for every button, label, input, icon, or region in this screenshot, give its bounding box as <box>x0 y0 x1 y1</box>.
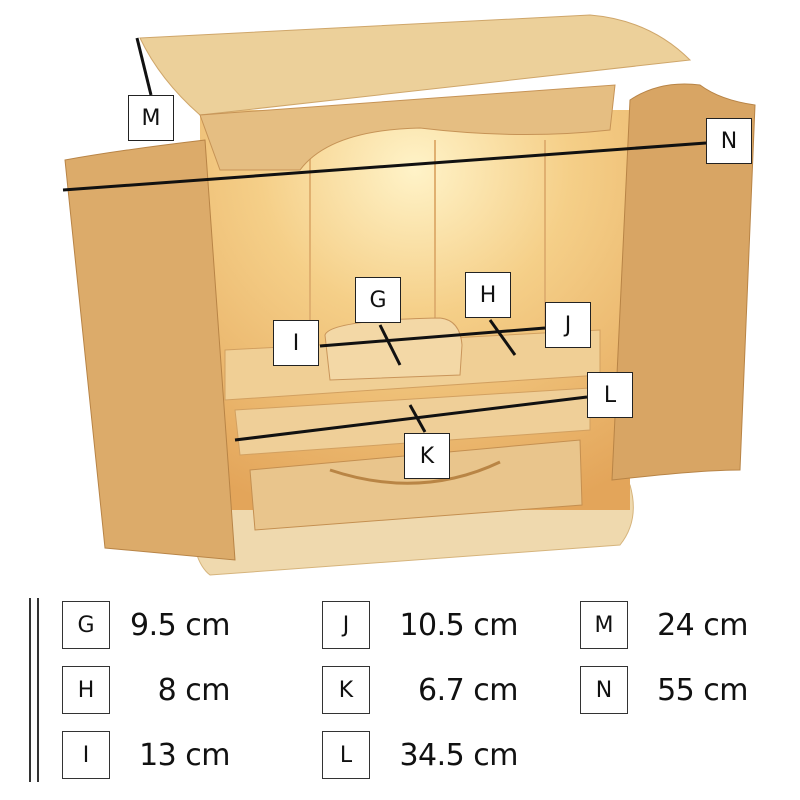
cabinet-illustration <box>62 14 756 576</box>
legend-value: 13 cm <box>139 737 230 773</box>
legend-key: N <box>580 666 628 714</box>
left-door <box>64 139 236 561</box>
legend-key: I <box>62 731 110 779</box>
legend-row: L 34.5 cm <box>322 731 519 779</box>
legend-divider <box>29 598 31 782</box>
legend-row: I 13 cm <box>62 731 231 779</box>
legend-value: 6.7 cm <box>418 672 518 708</box>
legend-key: H <box>62 666 110 714</box>
legend-key: G <box>62 601 110 649</box>
label-m: M <box>128 95 174 141</box>
legend-row: M 24 cm <box>580 601 749 649</box>
label-h: H <box>465 272 511 318</box>
legend-value: 10.5 cm <box>399 607 518 643</box>
legend-row: G 9.5 cm <box>62 601 231 649</box>
legend-key: L <box>322 731 370 779</box>
label-k: K <box>404 433 450 479</box>
label-j: J <box>545 302 591 348</box>
label-g: G <box>355 277 401 323</box>
legend-row: N 55 cm <box>580 666 749 714</box>
legend-value: 8 cm <box>157 672 231 708</box>
label-n: N <box>706 118 752 164</box>
measurement-lines <box>62 37 707 442</box>
legend-value: 9.5 cm <box>130 607 230 643</box>
legend-row: H 8 cm <box>62 666 231 714</box>
legend-value: 55 cm <box>657 672 748 708</box>
cabinet-top <box>139 14 692 116</box>
label-l: L <box>587 372 633 418</box>
legend-value: 24 cm <box>657 607 748 643</box>
legend-row: K 6.7 cm <box>322 666 519 714</box>
legend-value: 34.5 cm <box>399 737 518 773</box>
legend-key: J <box>322 601 370 649</box>
label-i: I <box>273 320 319 366</box>
right-door <box>611 83 756 481</box>
legend-key: K <box>322 666 370 714</box>
legend-divider <box>37 598 39 782</box>
legend-row: J 10.5 cm <box>322 601 519 649</box>
top-fascia <box>199 84 616 171</box>
legend-key: M <box>580 601 628 649</box>
